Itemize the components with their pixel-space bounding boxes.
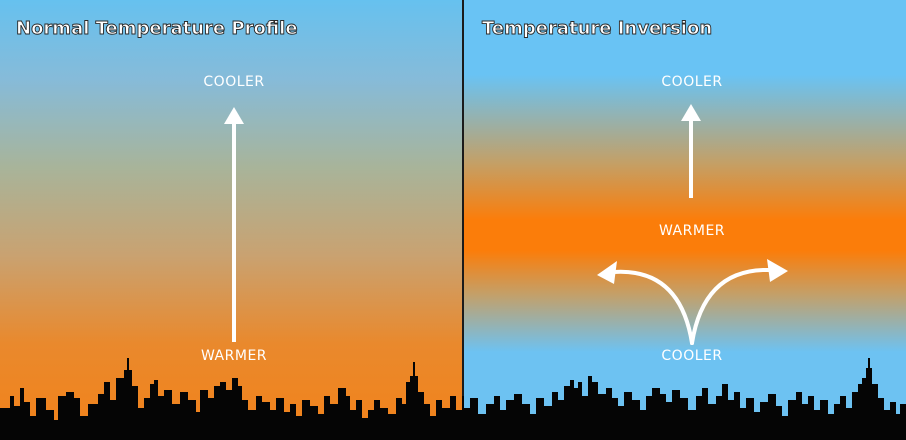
cooler-label: COOLER bbox=[203, 74, 265, 90]
panel-divider bbox=[462, 0, 464, 440]
city-skyline bbox=[0, 358, 906, 440]
normal-profile-panel: Normal Temperature Profile COOLER WARMER bbox=[0, 0, 462, 440]
cooler-label: COOLER bbox=[661, 348, 723, 364]
warmer-label: WARMER bbox=[200, 348, 268, 364]
panel-title: Normal Temperature Profile bbox=[16, 18, 298, 40]
inversion-panel: Temperature Inversion COOLER WARMER COOL… bbox=[464, 0, 906, 440]
up-arrow-icon bbox=[681, 104, 701, 198]
split-arrow-icon bbox=[597, 259, 788, 345]
up-arrow-icon bbox=[224, 107, 244, 342]
panel-title: Temperature Inversion bbox=[482, 18, 713, 40]
warmer-label: WARMER bbox=[658, 223, 726, 239]
cooler-label: COOLER bbox=[661, 74, 723, 90]
